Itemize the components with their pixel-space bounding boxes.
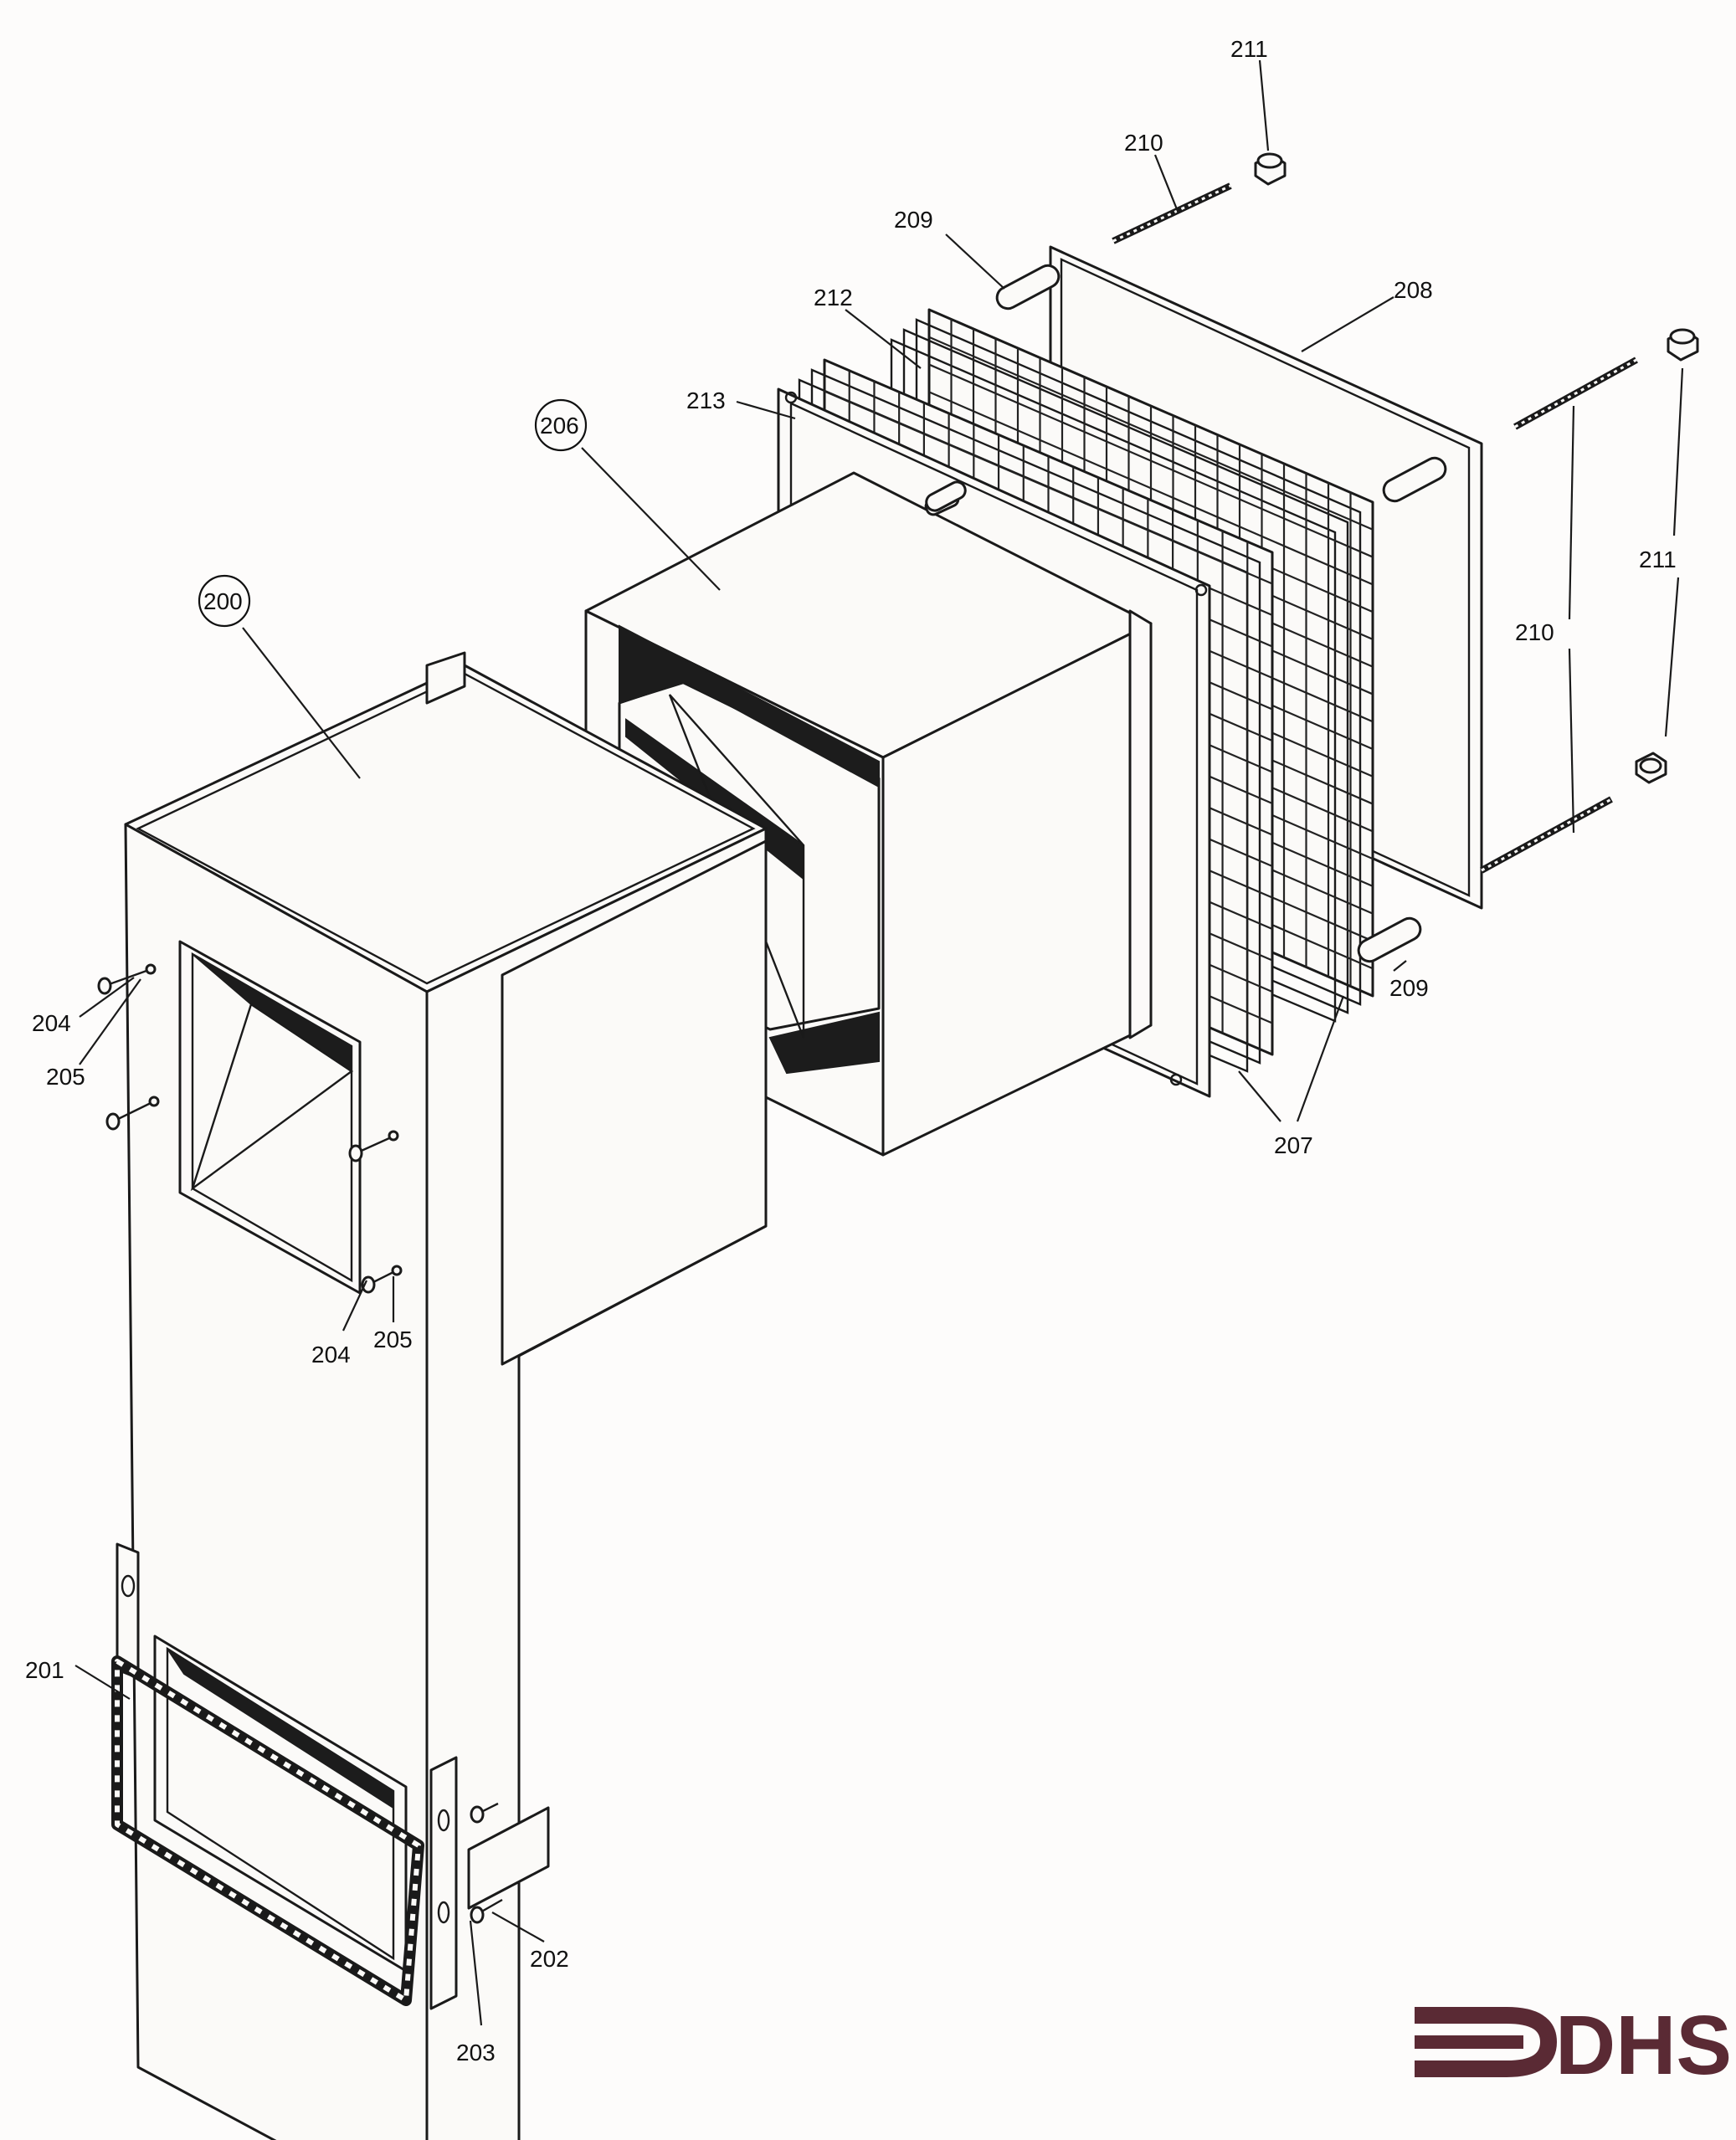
- threaded-rod-210-top: [1112, 182, 1232, 244]
- callout-205-lower: 205: [373, 1327, 413, 1352]
- spacer-209-inner: [925, 480, 967, 512]
- bolt-202-203-lower: [470, 1898, 503, 1924]
- spacer-209-bottom: [1357, 916, 1422, 963]
- callout-210-top: 210: [1124, 130, 1163, 156]
- callout-201: 201: [25, 1657, 64, 1683]
- bolt-204-205-middle: [105, 1096, 160, 1131]
- callout-211-top: 211: [1230, 36, 1268, 62]
- dhs-logo-mark: [1415, 2007, 1557, 2077]
- dhs-logo-text: DHS: [1555, 1999, 1732, 2092]
- callout-206: 206: [540, 413, 579, 439]
- spacer-209-right: [1382, 456, 1447, 503]
- nut-211-top: [1254, 152, 1287, 186]
- leader-lines: [74, 59, 1684, 2026]
- callout-210-right: 210: [1515, 619, 1554, 645]
- callout-circle-206: [534, 398, 588, 452]
- callout-209-right: 209: [1389, 975, 1429, 1001]
- callout-208: 208: [1394, 277, 1433, 303]
- callout-circle-200: [198, 574, 251, 628]
- callout-209-top: 209: [894, 207, 933, 233]
- nut-211-right-upper: [1667, 328, 1699, 362]
- callout-204-upper: 204: [32, 1010, 71, 1036]
- callout-200: 200: [203, 588, 243, 614]
- threaded-rod-210-right-lower: [1480, 796, 1613, 874]
- threaded-rod-210-right-upper: [1513, 357, 1638, 430]
- callout-202: 202: [530, 1946, 569, 1972]
- bolt-204-205-upper: [97, 963, 157, 995]
- housing-200: [116, 651, 768, 2140]
- spacer-209-top: [995, 264, 1061, 310]
- callout-205-upper: 205: [46, 1064, 85, 1090]
- bolt-204-205-lower: [361, 1265, 403, 1294]
- bolt-202-upper: [470, 1802, 499, 1824]
- callout-211-right: 211: [1639, 547, 1677, 572]
- dhs-logo: DHS: [1415, 1999, 1732, 2092]
- nut-211-right-lower: [1635, 752, 1667, 784]
- callout-207: 207: [1274, 1132, 1313, 1158]
- callout-204-lower: 204: [311, 1342, 351, 1368]
- callout-212: 212: [814, 285, 853, 310]
- bolt-204-205-window: [348, 1130, 399, 1162]
- callout-labels: 211 210 209 212 213 208 206 200 211 210 …: [25, 36, 1677, 2066]
- callout-213: 213: [686, 387, 726, 413]
- rope-gasket-201: [111, 1655, 424, 2006]
- callout-203: 203: [456, 2040, 496, 2066]
